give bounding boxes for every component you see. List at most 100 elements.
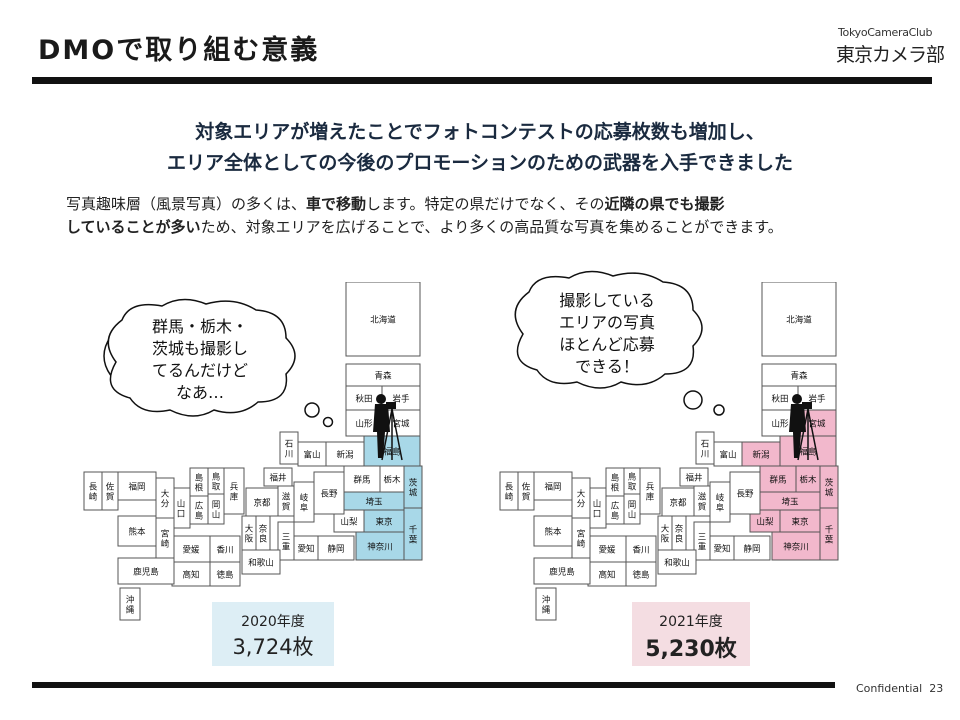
prefecture-shiga: 滋賀 [277, 485, 295, 517]
thought-bubble-left [103, 298, 334, 428]
prefecture-label-yamaguchi: 口 [177, 510, 186, 520]
prefecture-toyama: 富山 [713, 441, 743, 467]
prefecture-osaka: 大阪 [657, 515, 673, 551]
prefecture-hiroshima: 広島 [605, 495, 625, 525]
stat-count: 3,724枚 [232, 635, 314, 659]
prefecture-label-aomori: 青森 [790, 370, 808, 381]
bubble-left-line: てるんだけど [151, 361, 248, 380]
prefecture-label-nara: 奈 [259, 524, 268, 535]
prefecture-nagano: 長野 [729, 471, 761, 515]
prefecture-okayama: 岡山 [207, 493, 225, 525]
prefecture-label-nagano: 長野 [320, 489, 338, 499]
photographer-icon [373, 394, 403, 461]
prefecture-label-iwate: 岩手 [392, 393, 410, 404]
prefecture-saitama: 埼玉 [759, 491, 821, 511]
thought-bubble-right-text: 撮影している エリアの写真 ほとんど応募 できる！ [527, 290, 687, 378]
prefecture-fukui: 福井 [263, 467, 293, 487]
prefecture-label-gifu: 阜 [300, 503, 309, 514]
prefecture-label-shimane: 根 [611, 483, 620, 494]
prefecture-label-miyazaki: 崎 [577, 539, 586, 550]
body-text-2: します。特定の県だけでなく、その [366, 195, 605, 213]
prefecture-label-tochigi: 栃木 [383, 474, 401, 485]
prefecture-label-akita: 秋田 [771, 393, 788, 404]
prefecture-kyoto: 京都 [245, 487, 279, 517]
prefecture-label-nagasaki: 長 [89, 483, 98, 493]
prefecture-label-oita: 大 [161, 489, 170, 500]
prefecture-label-kumamoto: 熊本 [544, 526, 562, 537]
prefecture-label-miyazaki: 宮 [161, 529, 170, 540]
prefecture-tokushima: 徳島 [625, 561, 657, 587]
prefecture-label-okinawa: 縄 [542, 606, 551, 616]
prefecture-label-osaka: 阪 [661, 535, 670, 545]
prefecture-label-fukuoka: 福岡 [128, 481, 145, 492]
prefecture-label-fukui: 福井 [685, 472, 702, 483]
prefecture-shizuoka: 静岡 [317, 535, 355, 561]
prefecture-label-kagawa: 香川 [216, 544, 233, 555]
prefecture-gifu: 岐阜 [293, 481, 315, 523]
prefecture-label-oita: 分 [161, 500, 170, 510]
prefecture-fukuoka: 福岡 [117, 471, 157, 501]
prefecture-gunma: 群馬 [343, 465, 381, 493]
prefecture-label-chiba: 葉 [409, 535, 418, 546]
prefecture-label-kochi: 高知 [182, 569, 199, 580]
prefecture-label-ishikawa: 石 [285, 440, 294, 450]
prefecture-label-tokushima: 徳島 [216, 569, 234, 580]
prefecture-label-wakayama: 和歌山 [664, 557, 690, 568]
prefecture-shizuoka: 静岡 [733, 535, 771, 561]
prefecture-label-gifu: 岐 [300, 493, 309, 504]
prefecture-label-kanagawa: 神奈川 [367, 541, 393, 552]
prefecture-label-niigata: 新潟 [752, 449, 770, 460]
prefecture-tokyo: 東京 [363, 509, 405, 533]
prefecture-saitama: 埼玉 [343, 491, 405, 511]
prefecture-label-kyoto: 京都 [253, 497, 271, 508]
prefecture-label-kagoshima: 鹿児島 [549, 566, 575, 577]
prefecture-label-aichi: 愛知 [713, 543, 730, 554]
prefecture-label-mie: 重 [698, 542, 707, 553]
prefecture-label-okayama: 山 [628, 510, 637, 521]
thought-bubble-left-text: 群馬・栃木・ 茨城も撮影し てるんだけど なあ… [120, 316, 280, 404]
prefecture-label-oita: 分 [577, 500, 586, 510]
prefecture-label-miyazaki: 崎 [161, 539, 170, 550]
prefecture-tokushima: 徳島 [209, 561, 241, 587]
prefecture-label-yamaguchi: 山 [593, 499, 602, 510]
stat-year: 2020年度 [241, 614, 305, 630]
prefecture-label-toyama: 富山 [303, 449, 320, 460]
prefecture-label-yamaguchi: 口 [593, 510, 602, 520]
prefecture-label-mie: 三 [698, 533, 707, 543]
japan-map-2021: 北海道青森秋田岩手山形宮城石川富山新潟福島群馬栃木茨城埼玉山梨東京千葉神奈川福井… [499, 282, 839, 621]
prefecture-label-tokushima: 徳島 [632, 569, 650, 580]
prefecture-label-tottori: 鳥 [628, 472, 637, 483]
prefecture-label-osaka: 大 [661, 524, 670, 535]
prefecture-label-ishikawa: 川 [701, 450, 710, 460]
prefecture-label-oita: 大 [577, 489, 586, 500]
prefecture-label-kyoto: 京都 [669, 497, 687, 508]
bubble-right-line: ほとんど応募 [559, 335, 655, 354]
prefecture-miyazaki: 宮崎 [155, 517, 175, 559]
prefecture-fukuoka: 福岡 [533, 471, 573, 501]
prefecture-label-hyogo: 兵 [646, 482, 655, 493]
prefecture-ehime: 愛媛 [587, 535, 627, 563]
prefecture-kagoshima: 鹿児島 [117, 557, 175, 585]
prefecture-label-kagawa: 香川 [632, 544, 649, 555]
prefecture-label-yamagata: 山形 [771, 418, 789, 429]
prefecture-label-mie: 三 [282, 533, 291, 543]
prefecture-label-ehime: 愛媛 [182, 544, 200, 555]
body-paragraph: 写真趣味層（風景写真）の多くは、車で移動します。特定の県だけでなく、その近隣の県… [66, 193, 896, 239]
logo-text-en: TokyoCameraClub [838, 26, 933, 39]
prefecture-shimane: 島根 [189, 467, 209, 497]
prefecture-label-shizuoka: 静岡 [327, 543, 344, 554]
prefecture-nagano: 長野 [313, 471, 345, 515]
body-bold-1: 車で移動 [306, 195, 367, 213]
stat-year: 2021年度 [659, 614, 723, 630]
prefecture-label-toyama: 富山 [719, 449, 736, 460]
prefecture-label-yamanashi: 山梨 [756, 516, 774, 527]
prefecture-label-mie: 重 [282, 542, 291, 553]
prefecture-label-chiba: 千 [825, 525, 834, 536]
prefecture-label-nagasaki: 崎 [505, 492, 514, 503]
prefecture-label-kanagawa: 神奈川 [783, 541, 809, 552]
prefecture-label-hiroshima: 島 [195, 511, 204, 522]
prefecture-tochigi: 栃木 [379, 465, 405, 493]
prefecture-label-kochi: 高知 [598, 569, 615, 580]
prefecture-kagawa: 香川 [209, 535, 241, 563]
prefecture-label-niigata: 新潟 [336, 449, 354, 460]
